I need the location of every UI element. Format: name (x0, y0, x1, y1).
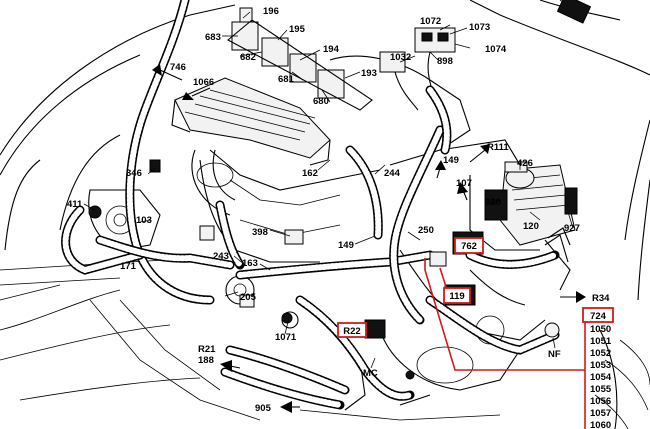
box-724 (582, 307, 614, 323)
label-398: 398 (252, 227, 268, 238)
label-898: 898 (437, 56, 453, 67)
label-195: 195 (289, 24, 306, 35)
label-1072: 1072 (420, 16, 441, 27)
label-905: 905 (255, 403, 272, 414)
highlight-lines (424, 258, 586, 429)
label-149-mid: 149 (338, 240, 354, 251)
label-193: 193 (361, 68, 377, 79)
label-205: 205 (240, 292, 257, 303)
label-681: 681 (278, 74, 295, 85)
label-980: 980 (485, 197, 501, 208)
highlighted-labels: 762 119 R22 724 (337, 237, 614, 338)
label-103: 103 (136, 215, 152, 226)
callout-labels: 196 683 682 195 194 1072 1073 1074 1032 … (67, 6, 610, 414)
wiring-harness (61, 0, 560, 410)
box-R22 (337, 322, 367, 338)
label-171: 171 (120, 261, 137, 272)
label-1032: 1032 (390, 52, 411, 63)
label-149-top: 149 (443, 155, 459, 166)
label-1073: 1073 (469, 22, 490, 33)
list-item: 1060 (590, 420, 611, 429)
label-680: 680 (313, 96, 329, 107)
list-item: 1054 (590, 372, 612, 383)
label-250: 250 (418, 225, 434, 236)
label-196: 196 (263, 6, 279, 17)
label-R22: R22 (343, 326, 360, 337)
ecu-battery-area (439, 139, 578, 306)
label-194: 194 (323, 44, 340, 55)
label-162: 162 (302, 168, 318, 179)
label-683: 683 (205, 32, 221, 43)
label-244: 244 (384, 168, 401, 179)
box-762 (454, 237, 484, 254)
list-item: 1057 (590, 408, 611, 419)
label-762: 762 (461, 241, 477, 252)
label-346: 346 (126, 168, 142, 179)
label-107: 107 (456, 178, 472, 189)
label-120: 120 (523, 221, 539, 232)
list-item: 1050 (590, 324, 611, 335)
list-item: 1056 (590, 396, 611, 407)
leader-lines (83, 11, 574, 369)
direction-arrows (152, 64, 586, 413)
label-1071: 1071 (275, 332, 297, 343)
label-411: 411 (67, 199, 83, 210)
label-163: 163 (242, 258, 258, 269)
list-item: 1055 (590, 384, 612, 395)
label-R21: R21 (198, 344, 216, 355)
label-724: 724 (590, 311, 607, 322)
label-1074: 1074 (485, 44, 507, 55)
label-R111: R111 (487, 142, 509, 153)
list-item: 1052 (590, 348, 611, 359)
connector-list: 1050 1051 1052 1053 1054 1055 1056 1057 … (590, 324, 612, 429)
label-426: 426 (517, 158, 533, 169)
label-NF: NF (548, 349, 561, 360)
top-connectors (379, 27, 456, 111)
label-119: 119 (449, 291, 464, 302)
label-746: 746 (170, 62, 186, 73)
list-item: 1053 (590, 360, 611, 371)
label-682: 682 (240, 52, 256, 63)
label-188: 188 (198, 355, 214, 366)
label-243: 243 (213, 251, 229, 262)
label-R34: R34 (592, 293, 610, 304)
small-connectors (88, 159, 560, 380)
label-MC: MC (363, 368, 378, 379)
box-119 (443, 287, 471, 304)
label-1066: 1066 (193, 77, 214, 88)
list-item: 1051 (590, 336, 612, 347)
label-927: 927 (564, 223, 580, 234)
